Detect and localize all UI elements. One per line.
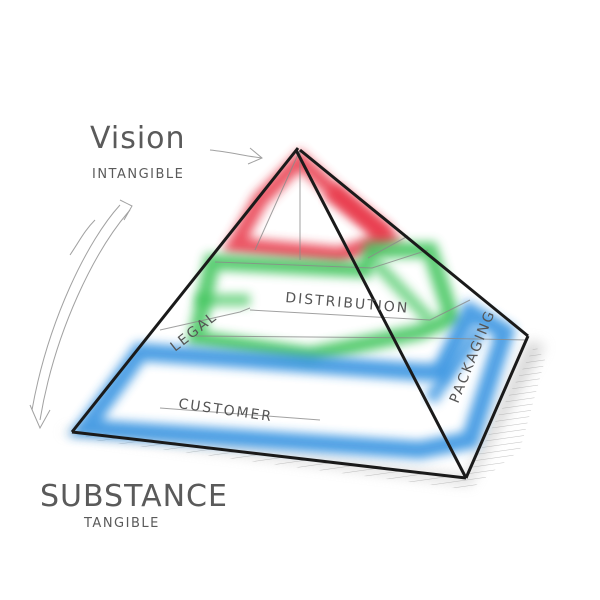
band-blue — [68, 299, 516, 460]
tangible-label: TANGIBLE — [83, 516, 160, 531]
edge-base-front — [71, 430, 467, 480]
substance-label: SUBSTANCE — [40, 479, 228, 514]
band-red — [222, 148, 404, 264]
band-green — [186, 242, 462, 364]
intangible-label: INTANGIBLE — [92, 167, 184, 182]
pencil-lines — [29, 147, 529, 430]
ground-shadow — [60, 340, 545, 490]
layer-customer-label: CUSTOMER — [177, 396, 273, 425]
edge-base-right — [464, 335, 530, 479]
edge-front — [294, 149, 468, 479]
vision-label: Vision — [90, 121, 186, 156]
color-bands — [68, 148, 516, 460]
edge-left — [70, 147, 300, 433]
edge-right — [299, 148, 529, 338]
pyramid-outline — [70, 147, 530, 480]
